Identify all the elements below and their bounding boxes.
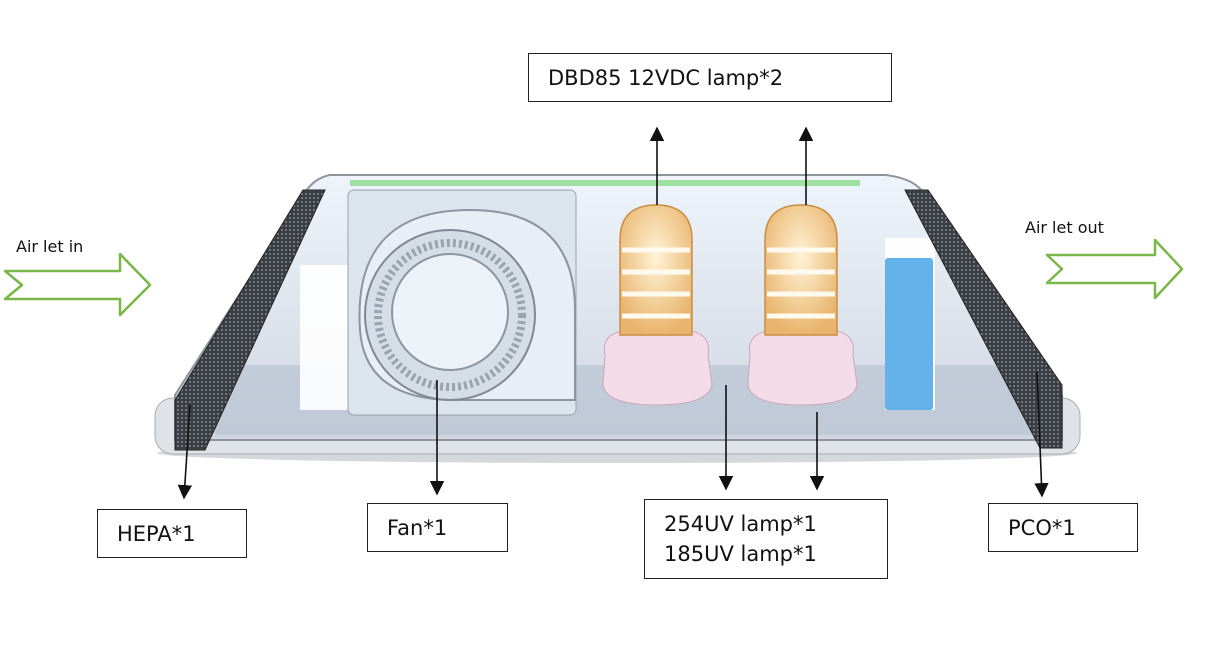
uv-185-text: 185UV lamp*1 [664, 542, 817, 566]
hepa-text: HEPA*1 [117, 522, 196, 546]
pco-label: PCO*1 [988, 503, 1138, 552]
pco-panel [885, 258, 933, 410]
dbd-lamp-2 [747, 204, 858, 406]
dbd-lamp-1 [602, 204, 713, 406]
pco-text: PCO*1 [1008, 516, 1076, 540]
hepa-label: HEPA*1 [97, 509, 247, 558]
fan [347, 189, 577, 416]
pco-filter [904, 189, 1063, 449]
uv-254-text: 254UV lamp*1 [664, 512, 817, 536]
dbd-lamp-text: DBD85 12VDC lamp*2 [548, 66, 784, 90]
fan-label: Fan*1 [367, 503, 508, 552]
dbd-lamp-label: DBD85 12VDC lamp*2 [528, 53, 892, 102]
uv-lamp-label: 254UV lamp*1 185UV lamp*1 [644, 499, 888, 579]
air-out-arrow [1045, 238, 1184, 300]
pco-leader [1034, 371, 1049, 498]
hepa-filter [174, 189, 326, 451]
air-in-arrow [3, 252, 152, 317]
air-out-label: Air let out [1025, 218, 1104, 237]
hepa-leader [177, 404, 193, 500]
fan-text: Fan*1 [387, 516, 448, 540]
air-in-label: Air let in [16, 237, 84, 256]
